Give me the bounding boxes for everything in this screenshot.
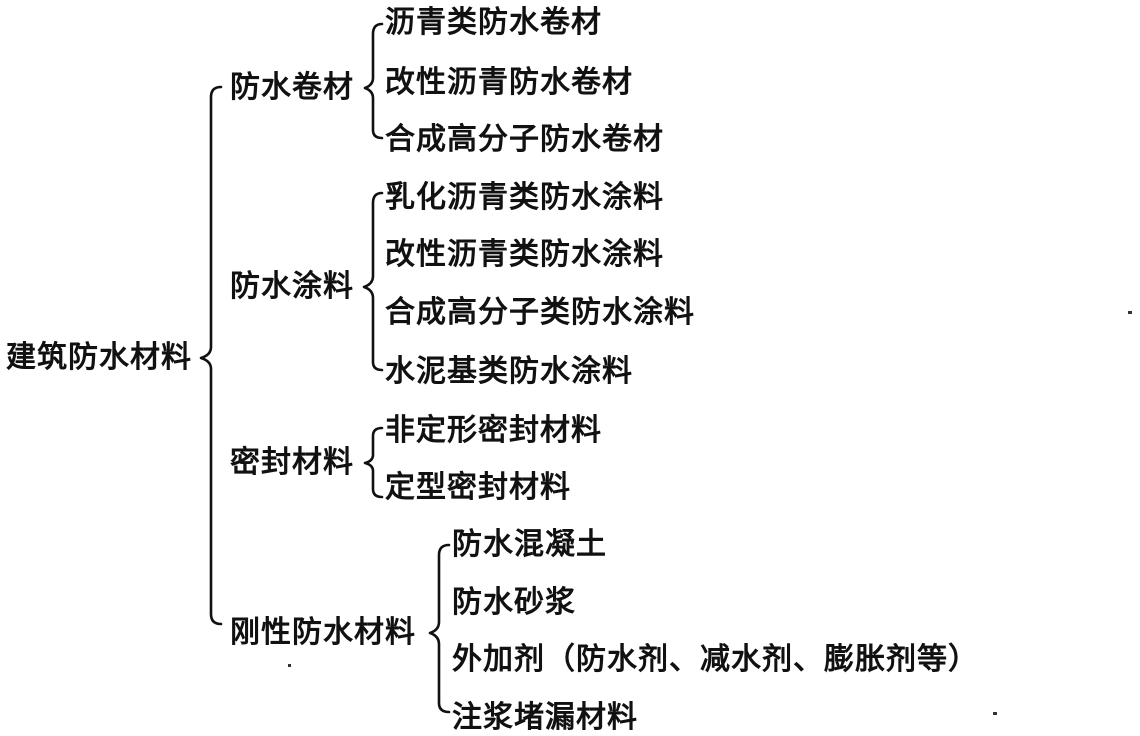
brace-group-3 [363, 426, 384, 499]
item-label: 沥青类防水卷材 [385, 5, 602, 40]
scan-speck [993, 712, 997, 715]
brace-group-1 [363, 22, 384, 140]
item-label: 防水砂浆 [452, 585, 576, 620]
item-label: 防水混凝土 [452, 527, 607, 562]
group-label-rolls: 防水卷材 [230, 70, 354, 105]
item-label: 外加剂（防水剂、减水剂、膨胀剂等） [452, 642, 979, 677]
brace-group-2 [362, 191, 384, 372]
scan-speck [1128, 311, 1132, 314]
item-label: 非定形密封材料 [385, 413, 602, 448]
brace-group-4 [428, 543, 451, 714]
item-label: 改性沥青防水卷材 [385, 65, 633, 100]
group-label-coatings: 防水涂料 [230, 269, 354, 304]
item-label: 注浆堵漏材料 [452, 700, 638, 735]
scan-speck [288, 664, 291, 667]
item-label: 定型密封材料 [385, 470, 571, 505]
item-label: 合成高分子类防水涂料 [385, 295, 695, 330]
group-label-rigid: 刚性防水材料 [230, 615, 416, 650]
root-label: 建筑防水材料 [6, 340, 192, 375]
item-label: 乳化沥青类防水涂料 [385, 180, 664, 215]
item-label: 水泥基类防水涂料 [385, 354, 633, 389]
group-label-sealants: 密封材料 [230, 445, 354, 480]
root-brace [199, 85, 223, 626]
item-label: 合成高分子防水卷材 [385, 122, 664, 157]
item-label: 改性沥青类防水涂料 [385, 237, 664, 272]
